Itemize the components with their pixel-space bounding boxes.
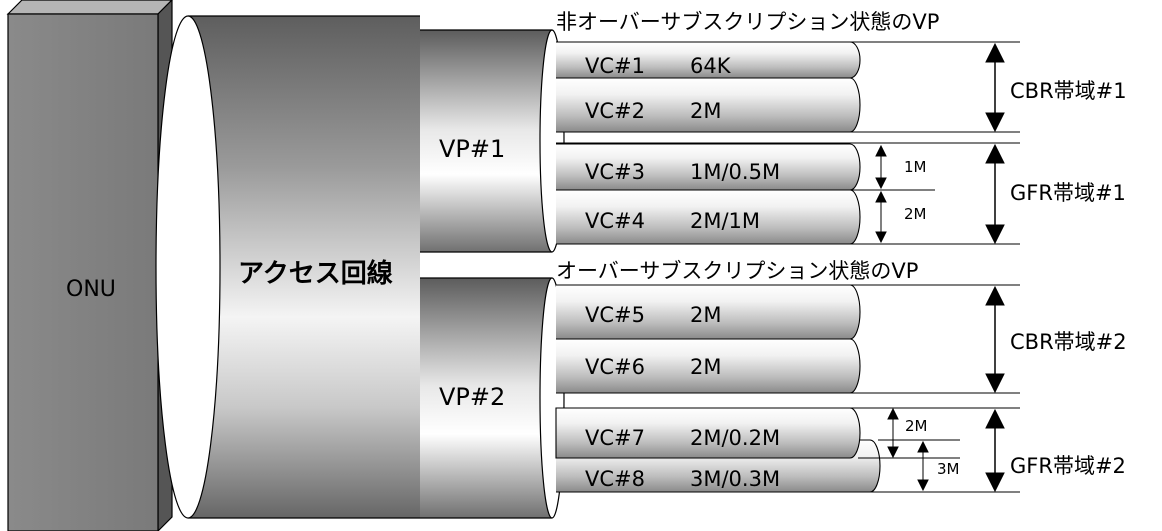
gfr-band-label: GFR帯域#1 — [1010, 181, 1126, 205]
small-dimension-label: 3M — [937, 460, 960, 478]
vc-tube — [556, 284, 861, 340]
vc-rate: 2M/0.2M — [690, 426, 780, 450]
vc-name: VC#6 — [585, 355, 645, 379]
vc-rate: 2M — [690, 355, 721, 379]
vc-name: VC#8 — [585, 467, 645, 491]
vc-rate: 2M — [690, 99, 721, 123]
vc-rate: 64K — [690, 54, 732, 78]
vc-tube — [556, 338, 861, 394]
dimension-arrows — [985, 42, 1005, 493]
vc-rate: 1M/0.5M — [690, 160, 780, 184]
small-dimension-label: 1M — [904, 158, 927, 176]
vc-tube — [555, 407, 861, 459]
onu-label: ONU — [66, 277, 116, 302]
vp1-state-label: 非オーバーサブスクリプション状態のVP — [556, 10, 939, 34]
access-line-cylinder — [155, 15, 420, 519]
small-dimension-arrows — [875, 144, 929, 492]
vc-name: VC#2 — [585, 99, 645, 123]
vc-tube — [556, 77, 861, 133]
gfr-band-label: GFR帯域#2 — [1010, 454, 1126, 478]
onu-box — [6, 0, 173, 531]
vc-rate: 2M/1M — [690, 209, 760, 233]
reference-lines — [556, 41, 1020, 493]
vc-rate: 3M/0.3M — [690, 467, 780, 491]
vc-tube — [556, 41, 861, 79]
vc-name: VC#4 — [585, 209, 645, 233]
cbr-band-label: CBR帯域#2 — [1010, 330, 1127, 354]
vc-tube — [556, 189, 861, 245]
vp1-label: VP#1 — [439, 135, 505, 163]
vc-name: VC#5 — [585, 303, 645, 327]
vc-name: VC#7 — [585, 426, 645, 450]
vc-name: VC#1 — [585, 54, 645, 78]
small-dimension-label: 2M — [904, 205, 927, 223]
vc-name: VC#3 — [585, 160, 645, 184]
access-line-label: アクセス回線 — [238, 258, 393, 289]
vp2-state-label: オーバーサブスクリプション状態のVP — [556, 259, 918, 283]
cbr-band-label: CBR帯域#1 — [1010, 79, 1127, 103]
small-dimension-label: 2M — [905, 417, 928, 435]
vp2-label: VP#2 — [439, 383, 505, 411]
vc-rate: 2M — [690, 303, 721, 327]
vc-tube — [556, 143, 861, 191]
